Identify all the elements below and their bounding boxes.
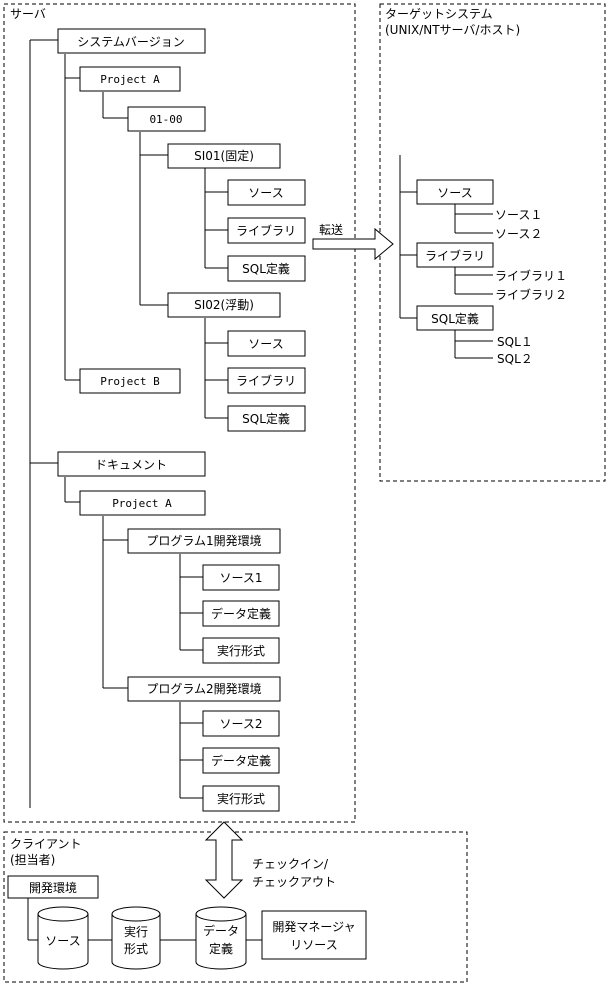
target-node-sql-label: SQL定義: [431, 311, 479, 326]
target-region-title: ターゲットシステム: [385, 7, 493, 21]
node-si02-sql: SQL定義: [227, 405, 306, 432]
node-si01-label: SI01(固定): [194, 148, 254, 163]
target-tree-lines: [399, 155, 493, 359]
node-si02-library-label: ライブラリ: [236, 373, 296, 388]
target-node-sql: SQL定義: [416, 305, 494, 331]
node-document-label: ドキュメント: [95, 458, 167, 472]
node-si01-sql-label: SQL定義: [242, 261, 290, 276]
target-node-library: ライブラリ: [416, 242, 494, 268]
target-library-item-2: ライブラリ２: [495, 287, 567, 302]
node-program2-env-label: プログラム2開発環境: [146, 681, 261, 696]
node-p1-exec: 実行形式: [202, 637, 280, 664]
client-region-subtitle: (担当者): [10, 853, 55, 867]
node-project-b-label: Project B: [100, 375, 160, 388]
client-exec-label-line1: 実行: [124, 924, 148, 939]
node-program2-env: プログラム2開発環境: [127, 676, 281, 702]
client-region: [3, 831, 468, 983]
node-p1-source: ソース1: [202, 564, 280, 591]
node-p2-exec-label: 実行形式: [217, 791, 265, 806]
node-p2-data: データ定義: [202, 747, 280, 774]
node-project-b: Project B: [79, 368, 181, 394]
client-dev-env-label: 開発環境: [29, 880, 77, 895]
node-p1-data-label: データ定義: [211, 606, 271, 621]
node-si01-library-label: ライブラリ: [236, 223, 296, 238]
node-system-version: システムバージョン: [57, 28, 206, 54]
node-program1-env: プログラム1開発環境: [127, 528, 281, 554]
target-node-source-label: ソース: [437, 186, 472, 200]
node-p2-source-label: ソース2: [219, 717, 262, 731]
node-si01-library: ライブラリ: [227, 217, 306, 244]
node-doc-project-a: Project A: [79, 490, 206, 516]
node-project-a: Project A: [79, 66, 181, 92]
checkin-label-line1: チェックイン/: [252, 857, 329, 871]
target-library-item-1: ライブラリ１: [495, 268, 567, 283]
node-doc-project-a-label: Project A: [112, 497, 172, 510]
node-p1-exec-label: 実行形式: [217, 643, 265, 658]
target-region-subtitle: (UNIX/NTサーバ/ホスト): [385, 23, 520, 37]
node-si02-source: ソース: [227, 330, 306, 357]
node-document: ドキュメント: [57, 451, 206, 477]
target-source-item-1: ソース１: [495, 208, 542, 222]
client-exec-cylinder: 実行 形式: [111, 906, 161, 970]
node-si01-source: ソース: [227, 179, 306, 206]
node-si02-source-label: ソース: [248, 337, 283, 351]
client-manager-label-line2: リソース: [290, 938, 337, 952]
client-data-label-line1: データ: [203, 923, 239, 938]
client-dev-env: 開発環境: [7, 875, 99, 899]
node-project-a-label: Project A: [100, 73, 160, 86]
client-data-label-line2: 定義: [209, 941, 233, 956]
checkin-label-line2: チェックアウト: [252, 875, 336, 889]
node-program1-env-label: プログラム1開発環境: [146, 533, 261, 548]
client-dev-manager-resource: 開発マネージャ リソース: [261, 910, 367, 960]
node-si01: SI01(固定): [167, 143, 281, 169]
client-region-title: クライアント: [10, 837, 82, 851]
node-p1-data: データ定義: [202, 600, 280, 627]
node-p2-exec: 実行形式: [202, 785, 280, 812]
client-source-label: ソース: [45, 934, 80, 948]
target-source-item-2: ソース２: [495, 227, 542, 241]
node-p2-source: ソース2: [202, 710, 280, 737]
node-version: 01-00: [127, 106, 206, 132]
node-system-version-label: システムバージョン: [77, 35, 184, 49]
target-node-library-label: ライブラリ: [425, 248, 485, 263]
node-si02-library: ライブラリ: [227, 367, 306, 394]
node-version-label: 01-00: [149, 113, 182, 126]
target-sql-item-1: SQL１: [497, 335, 533, 349]
node-p2-data-label: データ定義: [211, 753, 271, 768]
server-tree-lines: [29, 39, 228, 808]
client-exec-label-line2: 形式: [124, 942, 148, 956]
client-data-cylinder: データ 定義: [195, 906, 247, 970]
node-si02-sql-label: SQL定義: [242, 411, 290, 426]
server-region-label: サーバ: [10, 7, 46, 21]
target-node-source: ソース: [416, 179, 494, 205]
client-source-cylinder: ソース: [37, 906, 89, 970]
node-si02: SI02(浮動): [167, 292, 281, 318]
transfer-label: 転送: [319, 222, 343, 237]
target-sql-item-2: SQL２: [497, 352, 533, 366]
node-si01-source-label: ソース: [248, 186, 283, 200]
node-si02-label: SI02(浮動): [194, 298, 254, 312]
node-p1-source-label: ソース1: [219, 571, 262, 585]
node-si01-sql: SQL定義: [227, 255, 306, 282]
checkin-checkout-arrow-icon: [204, 821, 244, 899]
client-manager-label-line1: 開発マネージャ: [272, 920, 355, 934]
server-region: [3, 3, 356, 823]
transfer-arrow-icon: [312, 227, 394, 261]
